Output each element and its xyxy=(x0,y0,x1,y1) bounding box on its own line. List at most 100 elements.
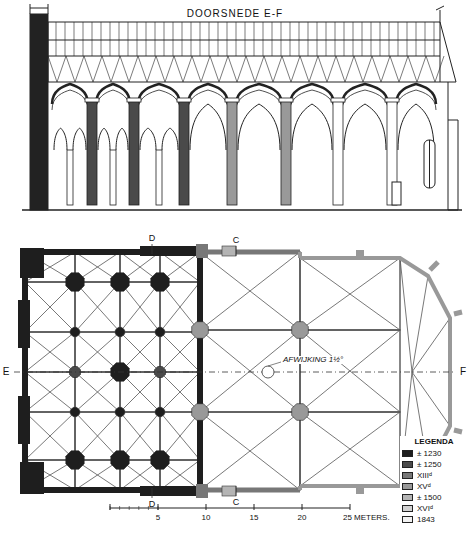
vault-bay xyxy=(25,412,75,460)
vault-bay xyxy=(25,372,75,412)
truss-brace xyxy=(138,56,156,82)
arch xyxy=(236,90,282,110)
legend-row: XIIIᵈ xyxy=(402,471,432,480)
truss-post xyxy=(308,22,309,56)
scale-tick xyxy=(129,506,130,510)
vault-rib xyxy=(75,412,120,460)
section-letter: C xyxy=(233,498,240,507)
truss-brace xyxy=(354,56,372,82)
apse-rib xyxy=(412,318,450,372)
arch xyxy=(236,84,282,104)
apse-rib xyxy=(412,276,428,372)
arch xyxy=(138,90,180,110)
roof-truss xyxy=(48,22,440,82)
truss-post xyxy=(209,22,210,56)
pier xyxy=(70,407,79,416)
truss-post xyxy=(353,22,354,56)
capital xyxy=(127,98,141,102)
arch xyxy=(292,104,332,150)
pier xyxy=(292,322,309,339)
truss-brace xyxy=(372,56,390,82)
arch xyxy=(190,104,226,150)
pier xyxy=(111,451,129,469)
window xyxy=(424,140,435,188)
truss-brace xyxy=(210,56,228,82)
truss-post xyxy=(236,22,237,56)
truss-post xyxy=(380,22,381,56)
vault-bay xyxy=(300,412,400,486)
legend-text: ± 1230 xyxy=(417,450,441,458)
arch xyxy=(52,84,88,104)
scale-number: 15 xyxy=(250,514,259,522)
arch xyxy=(98,128,110,150)
ground-line xyxy=(22,209,462,211)
vault-bay xyxy=(160,332,200,372)
arch xyxy=(54,128,67,150)
vault-rib xyxy=(25,332,75,372)
arch xyxy=(290,90,334,110)
vault-rib xyxy=(200,412,300,490)
legend-heading: LEGENDA xyxy=(414,438,453,446)
section-letter: E xyxy=(3,367,10,377)
vault-rib xyxy=(25,282,75,332)
pier xyxy=(151,273,169,291)
vault-rib xyxy=(300,258,400,330)
truss-post xyxy=(182,22,183,56)
pier xyxy=(155,407,164,416)
pier xyxy=(155,327,164,336)
pier xyxy=(151,451,169,469)
vault-bay xyxy=(120,282,160,332)
nave-wall xyxy=(25,252,200,490)
vault-bay xyxy=(200,330,300,412)
axis-marker xyxy=(262,366,274,378)
capital xyxy=(385,98,399,102)
column xyxy=(156,150,162,205)
section-title: DOORSNEDE E-F xyxy=(184,8,286,20)
legend-row: 1843 xyxy=(402,515,435,524)
capital xyxy=(85,98,99,102)
truss-post xyxy=(191,22,192,56)
legend-text: XVᵈ xyxy=(417,483,431,491)
truss-post xyxy=(155,22,156,56)
truss-post xyxy=(74,22,75,56)
legend-swatch xyxy=(402,483,413,490)
vault-bay xyxy=(25,282,75,332)
truss-post xyxy=(137,22,138,56)
arch xyxy=(188,90,228,110)
arch xyxy=(96,90,130,110)
legend-row: ± 1250 xyxy=(402,460,441,469)
truss-brace xyxy=(102,56,120,82)
pier xyxy=(115,407,124,416)
vault-rib xyxy=(160,332,200,372)
legend-swatch xyxy=(402,461,413,468)
truss-post xyxy=(416,22,417,56)
truss-post xyxy=(227,22,228,56)
arch xyxy=(238,104,280,150)
truss-post xyxy=(56,22,57,56)
truss-post xyxy=(344,22,345,56)
arch xyxy=(96,84,130,104)
truss-post xyxy=(65,22,66,56)
vault-rib xyxy=(25,412,75,460)
legend-swatch xyxy=(402,494,413,501)
truss-post xyxy=(146,22,147,56)
truss-brace xyxy=(336,56,354,82)
pier xyxy=(70,327,79,336)
vault-rib xyxy=(300,330,400,412)
plan-view xyxy=(14,244,462,498)
scale-number: 25 METERS. xyxy=(343,514,390,522)
truss-brace xyxy=(156,56,174,82)
pier xyxy=(333,100,343,205)
vault-rib xyxy=(75,282,120,332)
truss-post xyxy=(326,22,327,56)
legend-swatch xyxy=(402,505,413,512)
section-letter: D xyxy=(149,234,156,243)
legend-swatch xyxy=(402,472,413,479)
truss-post xyxy=(299,22,300,56)
truss-brace xyxy=(390,56,408,82)
section-letter: C xyxy=(233,236,240,245)
truss-post xyxy=(200,22,201,56)
truss-post xyxy=(389,22,390,56)
legend-row: ± 1500 xyxy=(402,493,441,502)
truss-post xyxy=(218,22,219,56)
